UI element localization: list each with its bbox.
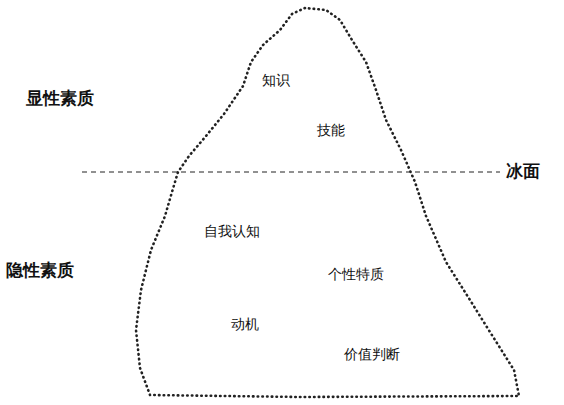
trait-label: 自我认知 [204,223,260,240]
trait-label: 技能 [317,122,345,139]
trait-label: 动机 [231,316,259,333]
trait-label: 个性特质 [328,266,384,283]
category-label: 显性素质 [26,88,94,108]
trait-label: 价值判断 [344,346,400,363]
water-line-label: 冰面 [506,161,540,181]
category-label: 隐性素质 [6,260,74,280]
iceberg-outline [136,8,519,397]
trait-label: 知识 [262,72,290,89]
water-line [82,172,500,173]
